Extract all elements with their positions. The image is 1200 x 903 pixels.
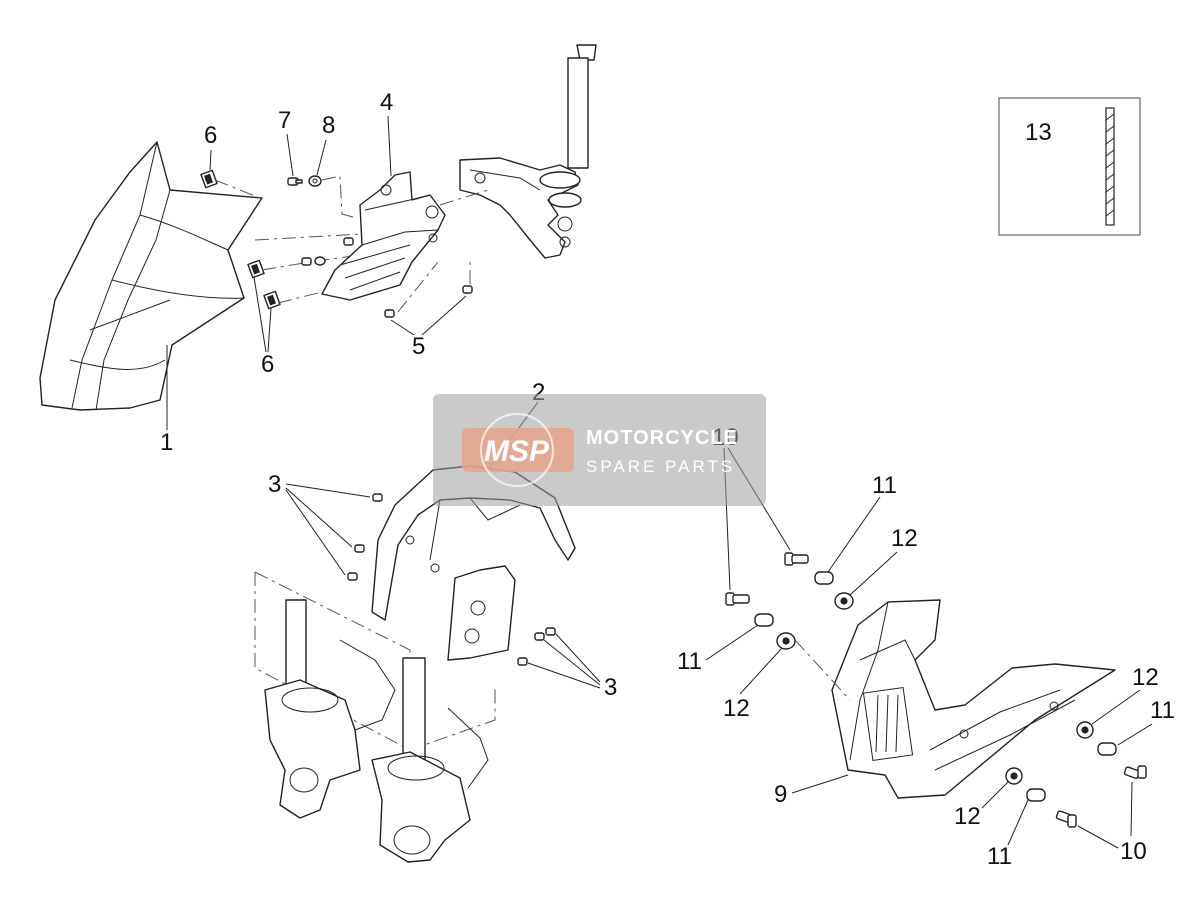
bolt-part-10-left[interactable] (725, 592, 750, 606)
screw-part-3-e[interactable] (534, 632, 545, 641)
callout-8: 8 (322, 112, 335, 139)
spacer-part-11-right-lower[interactable] (1026, 788, 1046, 802)
callout-6-top: 6 (204, 122, 217, 149)
callout-3-right: 3 (604, 674, 617, 701)
screw-part-3-f[interactable] (517, 657, 528, 666)
spacer-part-11-left[interactable] (754, 613, 774, 627)
fork-assembly (254, 571, 496, 863)
callout-5: 5 (412, 333, 425, 360)
spacer-part-11-right-upper[interactable] (1097, 742, 1117, 756)
grommet-part-12-right-lower[interactable] (1005, 767, 1023, 785)
callout-4: 4 (380, 89, 393, 116)
watermark: MSP MOTORCYCLE SPARE PARTS (433, 394, 766, 506)
callout-3-left: 3 (268, 471, 281, 498)
screw-bracket-b[interactable] (301, 256, 326, 266)
callout-12-right-top: 12 (1132, 664, 1159, 691)
bolt-part-10-right-upper[interactable] (1123, 765, 1147, 779)
callout-1: 1 (160, 429, 173, 456)
callout-12-right-bottom: 12 (954, 803, 981, 830)
bracket-part-4[interactable] (321, 171, 446, 301)
cable-tie-part-13[interactable] (1105, 107, 1115, 226)
grommet-part-12-left[interactable] (776, 632, 796, 650)
callout-13: 13 (1025, 119, 1052, 146)
watermark-line-2: SPARE PARTS (586, 457, 735, 476)
grommet-part-12-right-upper[interactable] (1076, 721, 1094, 739)
callout-11-right-top: 11 (1150, 697, 1175, 724)
callout-12-left: 12 (723, 695, 750, 722)
callout-7: 7 (278, 107, 291, 134)
callout-11-left: 11 (677, 648, 702, 675)
callout-11-right-bottom: 11 (987, 843, 1012, 870)
steering-stem[interactable] (459, 44, 597, 259)
screw-part-3-c[interactable] (347, 572, 358, 581)
front-mudguard-part-1[interactable] (39, 141, 263, 411)
watermark-line-1: MOTORCYCLE (586, 427, 738, 449)
clip-part-6-top[interactable] (200, 169, 218, 189)
screw-part-3-a[interactable] (372, 493, 383, 502)
clip-part-6-mid[interactable] (247, 259, 265, 279)
bolt-part-10-upper[interactable] (784, 552, 809, 566)
clip-part-6-low[interactable] (263, 290, 281, 310)
callout-9: 9 (774, 781, 787, 808)
screw-part-7[interactable] (287, 177, 303, 186)
screw-part-3-d[interactable] (545, 627, 556, 636)
spacer-part-11-upper[interactable] (814, 571, 834, 585)
screw-part-3-b[interactable] (354, 544, 365, 553)
watermark-logo: MSP (484, 435, 550, 468)
screw-part-5-b[interactable] (462, 285, 473, 294)
callout-11-top: 11 (872, 472, 897, 499)
washer-part-8[interactable] (308, 175, 322, 187)
lower-fairing-part-9[interactable] (831, 599, 1116, 799)
part-13-box: 13 (998, 97, 1141, 236)
callout-6-bottom: 6 (261, 351, 274, 378)
callout-10-bottom: 10 (1120, 838, 1147, 865)
screw-part-5-a[interactable] (384, 309, 395, 318)
bolt-part-10-right-lower[interactable] (1055, 810, 1077, 828)
grommet-part-12-upper[interactable] (834, 592, 854, 610)
callout-12-top: 12 (891, 525, 918, 552)
screw-bracket-a[interactable] (343, 237, 354, 246)
